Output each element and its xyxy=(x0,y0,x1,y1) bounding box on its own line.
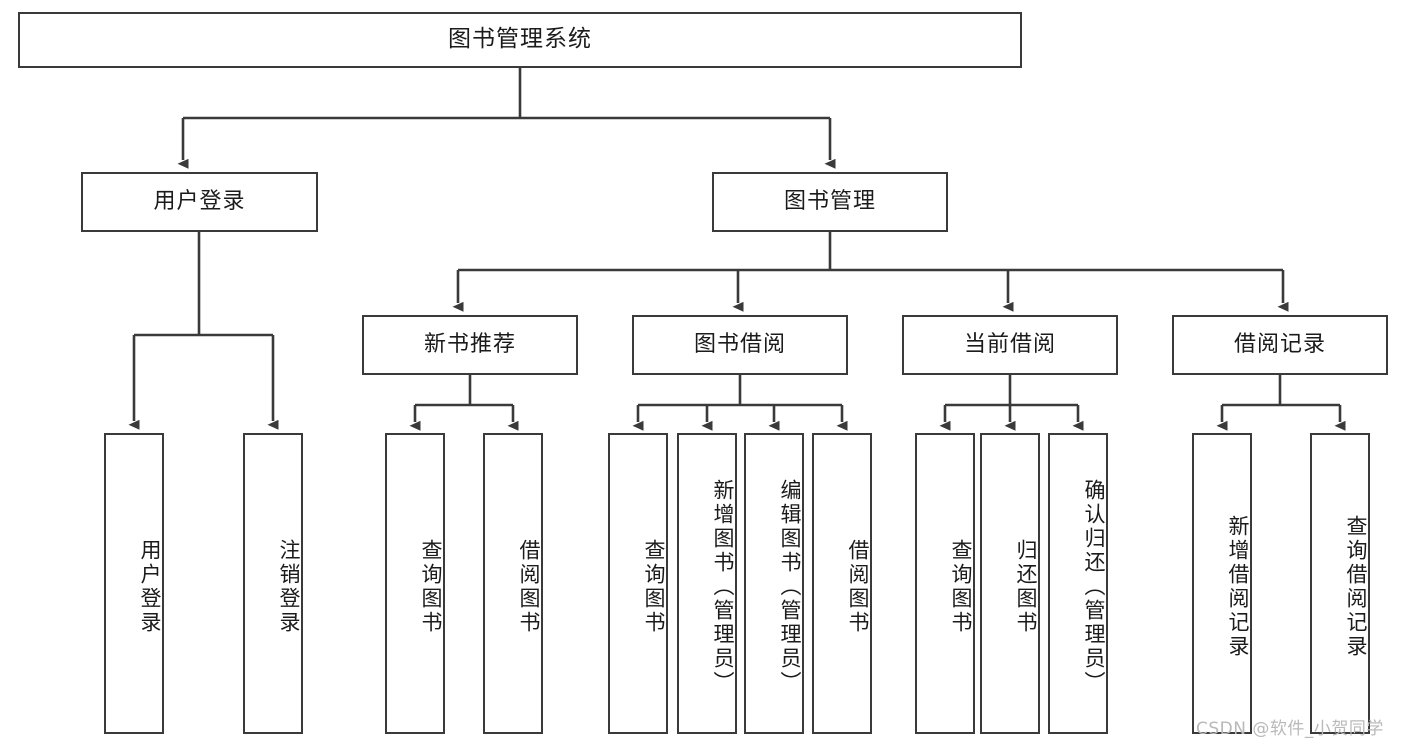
leaf-query-borrow-record[interactable]: 查询借阅记录 xyxy=(1310,433,1370,734)
leaf-logout[interactable]: 注销登录 xyxy=(243,433,303,734)
leaf-query-book-current[interactable]: 查询图书 xyxy=(915,433,975,734)
leaf-edit-book-admin[interactable]: 编辑图书（管理员） xyxy=(744,433,804,734)
leaf-return-book[interactable]: 归还图书 xyxy=(980,433,1040,734)
node-book-management[interactable]: 图书管理 xyxy=(712,172,948,232)
leaf-add-book-admin[interactable]: 新增图书（管理员） xyxy=(677,433,737,734)
leaf-borrow-book-recommend[interactable]: 借阅图书 xyxy=(483,433,543,734)
node-new-book-recommend[interactable]: 新书推荐 xyxy=(362,315,578,375)
leaf-user-login[interactable]: 用户登录 xyxy=(104,433,164,734)
node-user-login[interactable]: 用户登录 xyxy=(81,172,318,232)
node-book-borrow[interactable]: 图书借阅 xyxy=(632,315,848,375)
watermark-credit: CSDN @软件_小贺同学 xyxy=(1196,719,1384,739)
leaf-query-book-recommend[interactable]: 查询图书 xyxy=(385,433,445,734)
leaf-borrow-book[interactable]: 借阅图书 xyxy=(812,433,872,734)
leaf-add-borrow-record[interactable]: 新增借阅记录 xyxy=(1192,433,1252,734)
leaf-confirm-return-admin[interactable]: 确认归还（管理员） xyxy=(1048,433,1108,734)
node-root[interactable]: 图书管理系统 xyxy=(18,12,1022,68)
node-borrow-record[interactable]: 借阅记录 xyxy=(1172,315,1388,375)
leaf-query-book-borrow[interactable]: 查询图书 xyxy=(608,433,668,734)
node-current-borrow[interactable]: 当前借阅 xyxy=(902,315,1118,375)
